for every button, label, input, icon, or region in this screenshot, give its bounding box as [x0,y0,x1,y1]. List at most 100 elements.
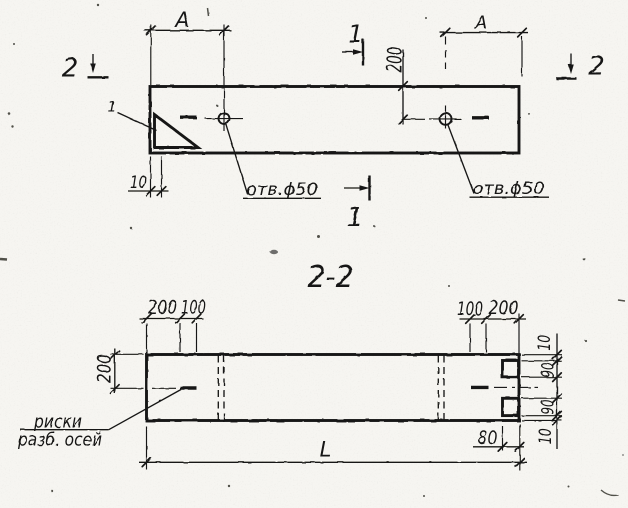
noise-speck [568,486,570,488]
dim-length: L [139,424,527,471]
noise-speck [617,299,626,302]
noise-speck [582,257,586,261]
noise-speck [317,235,320,238]
dim-tick [109,349,120,361]
noise-speck [622,454,624,456]
noise-speck [0,257,8,261]
dim-right-90-lower-label: 90 [539,400,559,415]
noise-speck [600,489,619,497]
hole-callout-right: отв.ϕ50 [447,124,549,199]
plan-hole-left [180,108,243,131]
dim-tick [497,441,508,452]
dim-tick [156,185,167,197]
dim-tick [551,355,563,366]
plan-beam-outline [148,85,521,155]
plan-view: А А 200 1 1 [62,8,605,233]
leader-line [447,124,475,194]
noise-speck [13,43,15,45]
dims-top-left: 200 100 [139,297,206,353]
dim-tick [551,393,563,404]
dim-tick [397,114,409,125]
section-arrowhead [90,63,96,73]
dims-right-chain: 10 90 90 10 [521,333,563,449]
plan-hole-right [403,105,489,129]
dim-200-left: 200 [94,348,144,395]
hole-right-label: отв.ϕ50 [473,179,545,199]
dim-tick [516,27,528,38]
noise-speck [227,484,231,488]
section-2-left-label: 2 [62,54,79,84]
corner-detail-triangle [153,111,203,149]
noise-speck [584,339,588,343]
dim-a-right: А [440,13,528,77]
dim-a-left: А [144,8,231,110]
dim-a-left-label: А [173,8,189,32]
note-line2: разб. осей [17,430,102,451]
dim-tick [480,313,492,325]
dims-top-right: 100 200 [457,297,526,353]
dim-80: 80 [473,426,525,452]
noise-speck [528,113,530,115]
noise-speck [216,105,219,107]
section-1-top-label: 1 [348,20,363,48]
leader-line [108,388,182,431]
dim-tick [551,415,563,426]
dim-a-right-label: А [474,13,487,34]
section-mark-2-right: 2 [556,52,605,82]
dim-tick [551,349,563,360]
dim-right-90-upper-label: 90 [539,363,559,378]
dim-10-label: 10 [130,173,147,193]
keyway-upper [501,359,520,379]
section-mark-1-top: 1 [342,20,365,66]
noise-speck [50,489,54,493]
section-mark-1-bottom: 1 [344,175,371,233]
dim-tick [109,383,120,395]
ink-layer: А А 200 1 1 [0,3,626,497]
detail-callout-label: 1 [108,100,117,116]
dim-200-left-label: 200 [94,354,116,383]
leader-line [117,111,157,132]
detail-callout-1: 1 [108,100,157,132]
dim-100-top-left-label: 100 [181,297,206,319]
dim-200-top-right-label: 200 [489,297,519,319]
noise-speck [423,495,425,497]
hole-left-label: отв.ϕ50 [246,180,318,200]
leader-line [225,124,249,195]
dim-tick [141,457,152,468]
section-arrowhead [568,64,574,74]
noise-speck [425,17,427,19]
dim-tick [440,27,451,38]
noise-speck [373,225,375,227]
dim-tick [551,410,563,421]
dim-length-label: L [320,438,332,462]
dim-tick [514,457,525,468]
dim-200-plan-label: 200 [383,47,407,73]
dim-tick [397,80,409,92]
noise-speck [129,226,133,230]
dim-100-top-right-label: 100 [457,298,483,320]
note-line1: риски [33,412,82,433]
noise-speck [8,112,11,116]
axis-marks-note: риски разб. осей [17,388,182,451]
dim-tick [191,313,202,324]
noise-speck [10,124,14,128]
keyway-lower [501,396,520,418]
section-arrowhead [353,49,363,55]
section-1-bottom-label: 1 [346,202,363,233]
dim-80-label: 80 [478,427,497,449]
dim-10-plan: 10 [128,156,169,198]
dim-tick [145,185,156,197]
section-title: 2-2 [308,260,354,295]
section-view: 2-2 [17,260,563,471]
dim-200-plan: 200 [383,47,409,125]
dim-right-10-bottom-label: 10 [536,428,556,444]
noise-speck [96,3,100,7]
dim-tick [141,313,152,324]
dim-tick [174,313,186,324]
dim-right-10-top-label: 10 [535,335,555,351]
scan-noise [0,3,626,497]
hole-callout-left: отв.ϕ50 [225,124,321,200]
